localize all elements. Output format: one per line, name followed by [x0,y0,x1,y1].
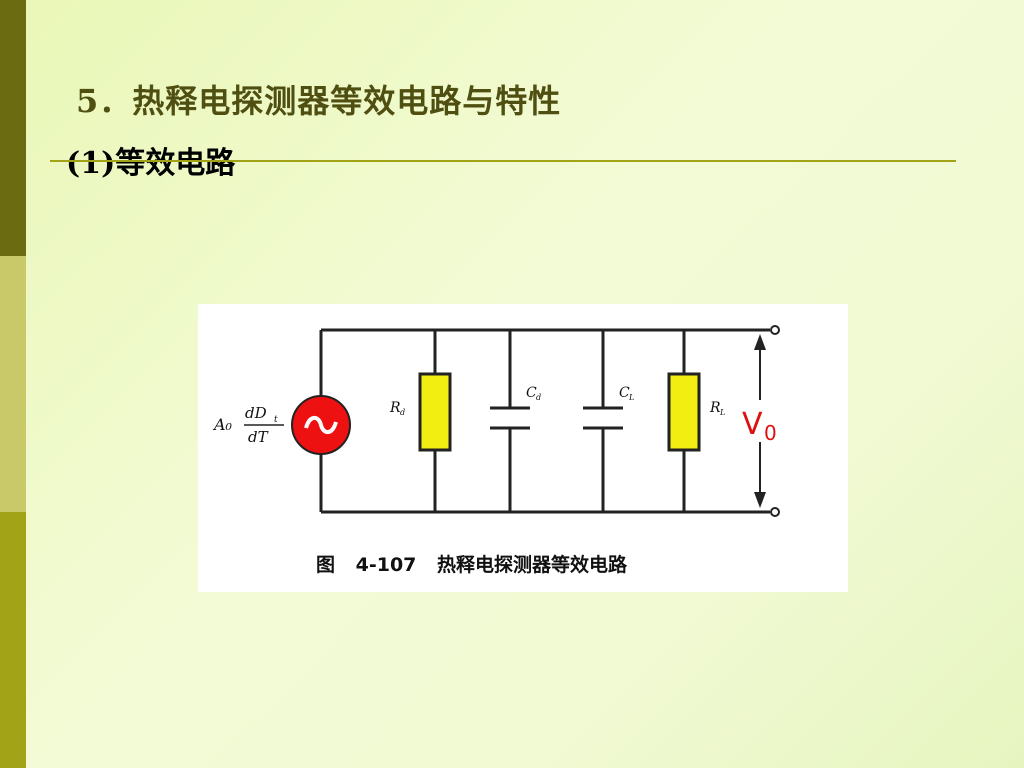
slide-subtitle: (1)等效电路 [66,146,236,181]
capacitor-cd-icon [490,406,530,430]
vout-label-bg [738,400,784,442]
circuit-figure: A₀ dD t dT R d C d C L R L V 0 图 4-107 热… [198,304,848,592]
source-denominator-label: dT [248,428,269,446]
ac-source-icon [291,395,351,455]
vout-label-sub: 0 [764,421,777,445]
circuit-wires [319,328,770,514]
cd-label-sub: d [536,393,541,402]
source-numerator-sub: t [274,415,278,425]
resistor-rl-icon [667,372,701,452]
cd-label: C [526,385,537,401]
vout-label: V [742,407,763,442]
title-divider [50,160,956,162]
rl-label-sub: L [719,408,725,417]
rd-label-sub: d [400,408,405,417]
circuit-diagram: A₀ dD t dT R d C d C L R L V 0 [212,325,784,517]
source-numerator-label: dD [245,404,267,422]
accent-segment-top [0,0,26,256]
rl-label: R [709,400,721,416]
slide-title: 5．热释电探测器等效电路与特性 [76,82,562,120]
resistor-rd-icon [418,372,452,452]
accent-segment-middle [0,256,26,512]
figure-caption: 图 4-107 热释电探测器等效电路 [316,554,627,576]
terminal-top-icon [770,325,780,335]
cl-label: C [619,385,630,401]
rd-label: R [389,400,401,416]
terminal-bottom-icon [770,507,780,517]
left-accent-bar [0,0,26,768]
source-coefficient-label: A₀ [212,415,233,434]
accent-segment-bottom [0,512,26,768]
cl-label-sub: L [628,393,634,402]
capacitor-cl-icon [583,406,623,430]
